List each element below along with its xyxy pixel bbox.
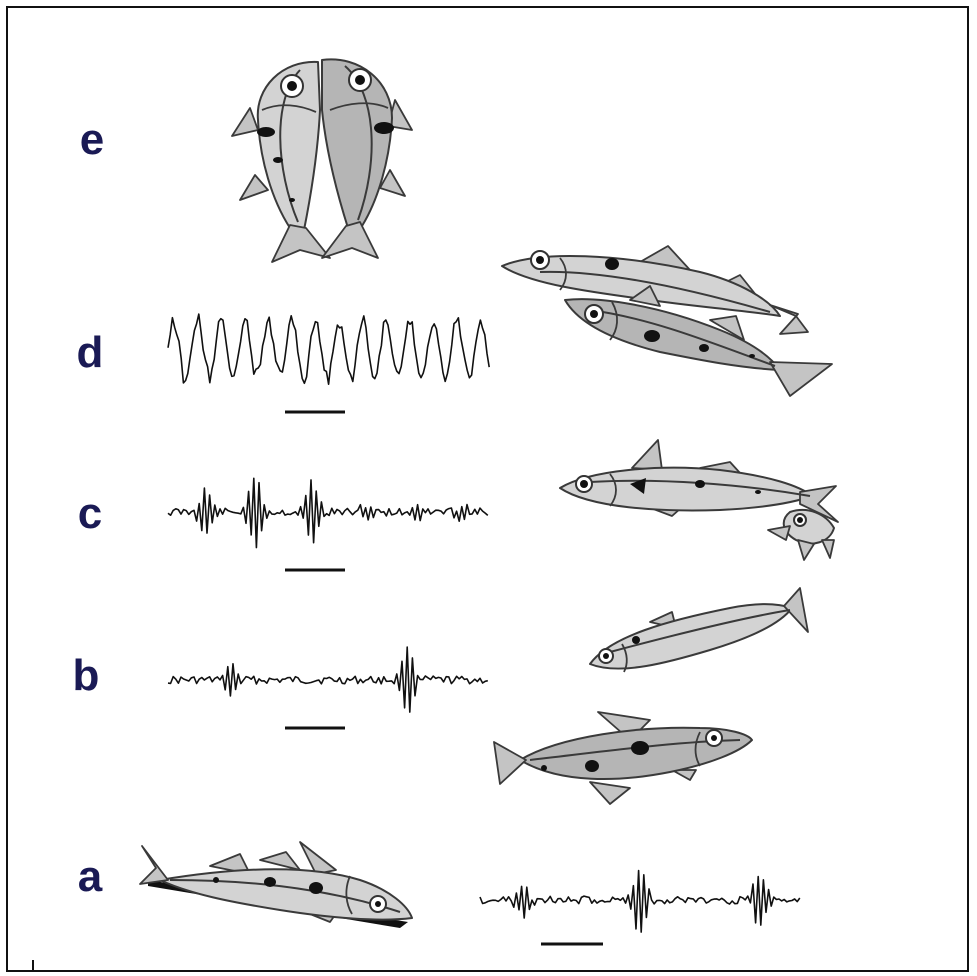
fish-e-right xyxy=(322,59,412,258)
fish-b-lower xyxy=(494,712,752,804)
fish-a-bottom xyxy=(140,842,412,928)
trace-d xyxy=(168,314,489,384)
fish-group-c xyxy=(560,440,838,560)
fish-b-upper xyxy=(590,588,808,672)
fish-group-b xyxy=(494,588,808,804)
trace-a xyxy=(480,871,800,933)
fish-c-small xyxy=(768,510,834,560)
trace-b xyxy=(168,647,488,712)
fish-pair-d xyxy=(502,246,832,396)
fish-e-left xyxy=(232,62,330,262)
trace-c xyxy=(168,478,488,547)
fish-pair-e xyxy=(232,59,412,262)
